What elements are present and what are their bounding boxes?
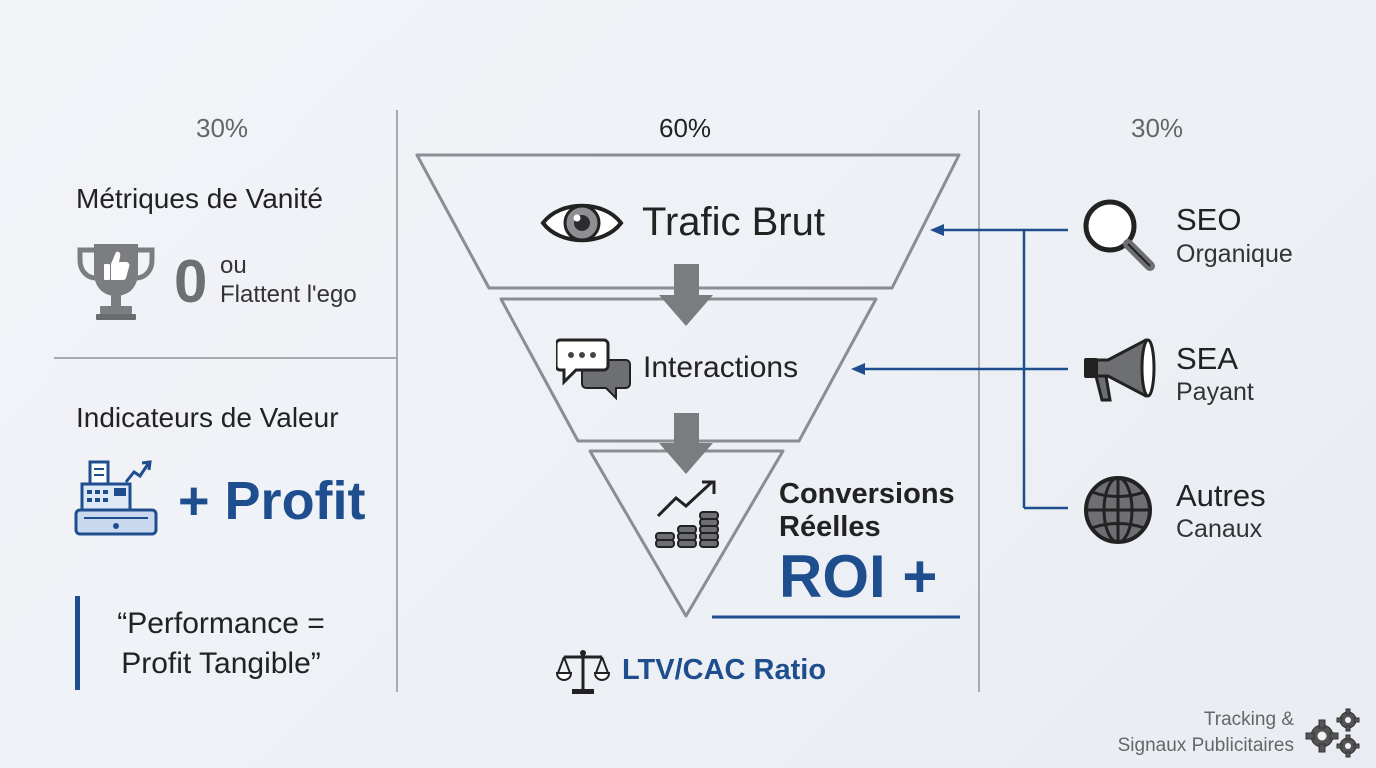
or-text: ou bbox=[220, 252, 247, 279]
trophy-thumbs-up-icon bbox=[77, 244, 155, 320]
ltv-cac-label: LTV/CAC Ratio bbox=[622, 654, 827, 686]
roi-value: ROI + bbox=[779, 543, 938, 610]
cash-register-icon bbox=[74, 460, 158, 536]
divider-right bbox=[978, 110, 980, 692]
right-percentage: 30% bbox=[1131, 113, 1184, 143]
connector-arrowhead-2 bbox=[851, 363, 865, 375]
footer-line-2: Signaux Publicitaires bbox=[1117, 735, 1294, 756]
growth-coins-icon bbox=[655, 480, 719, 548]
down-arrow-2 bbox=[659, 413, 713, 474]
vanity-metrics-title: Métriques de Vanité bbox=[76, 183, 323, 214]
down-arrow-1 bbox=[659, 264, 713, 326]
megaphone-icon bbox=[1084, 338, 1156, 402]
channel-seo-subtitle: Organique bbox=[1176, 240, 1293, 268]
channel-sea-title: SEA bbox=[1176, 341, 1239, 376]
channel-other-subtitle: Canaux bbox=[1176, 515, 1263, 543]
chat-bubbles-icon bbox=[556, 338, 631, 400]
funnel-stage-1-label: Trafic Brut bbox=[642, 200, 825, 244]
funnel-stage-2-label: Interactions bbox=[643, 351, 799, 384]
footer-line-1: Tracking & bbox=[1203, 709, 1294, 730]
quote-line-2: Profit Tangible” bbox=[121, 647, 321, 680]
connector-arrowhead-1 bbox=[930, 224, 944, 236]
channel-seo-title: SEO bbox=[1176, 202, 1242, 237]
funnel-stage-1-shape bbox=[415, 153, 961, 290]
left-percentage: 30% bbox=[196, 113, 249, 143]
profit-value: + Profit bbox=[178, 471, 366, 531]
balance-scale-icon bbox=[556, 650, 610, 694]
flatter-ego-text: Flattent l'ego bbox=[220, 281, 357, 308]
eye-icon bbox=[540, 203, 624, 243]
divider-left bbox=[396, 110, 398, 692]
globe-icon bbox=[1084, 476, 1152, 544]
divider-left-horizontal bbox=[54, 357, 397, 359]
funnel-stage-2-shape bbox=[499, 297, 878, 443]
channel-other-title: Autres bbox=[1176, 478, 1266, 513]
funnel-stage-3-label-line-2: Réelles bbox=[779, 511, 881, 543]
channel-sea-subtitle: Payant bbox=[1176, 378, 1254, 406]
value-indicators-title: Indicateurs de Valeur bbox=[76, 402, 339, 433]
center-percentage: 60% bbox=[659, 113, 712, 143]
funnel-stage-3-label-line-1: Conversions bbox=[779, 478, 955, 510]
quote-accent-bar bbox=[75, 596, 80, 690]
magnifier-icon bbox=[1083, 199, 1155, 271]
zero-value: 0 bbox=[174, 248, 208, 315]
gears-icon bbox=[1305, 708, 1360, 758]
quote-line-1: “Performance = bbox=[117, 607, 325, 640]
